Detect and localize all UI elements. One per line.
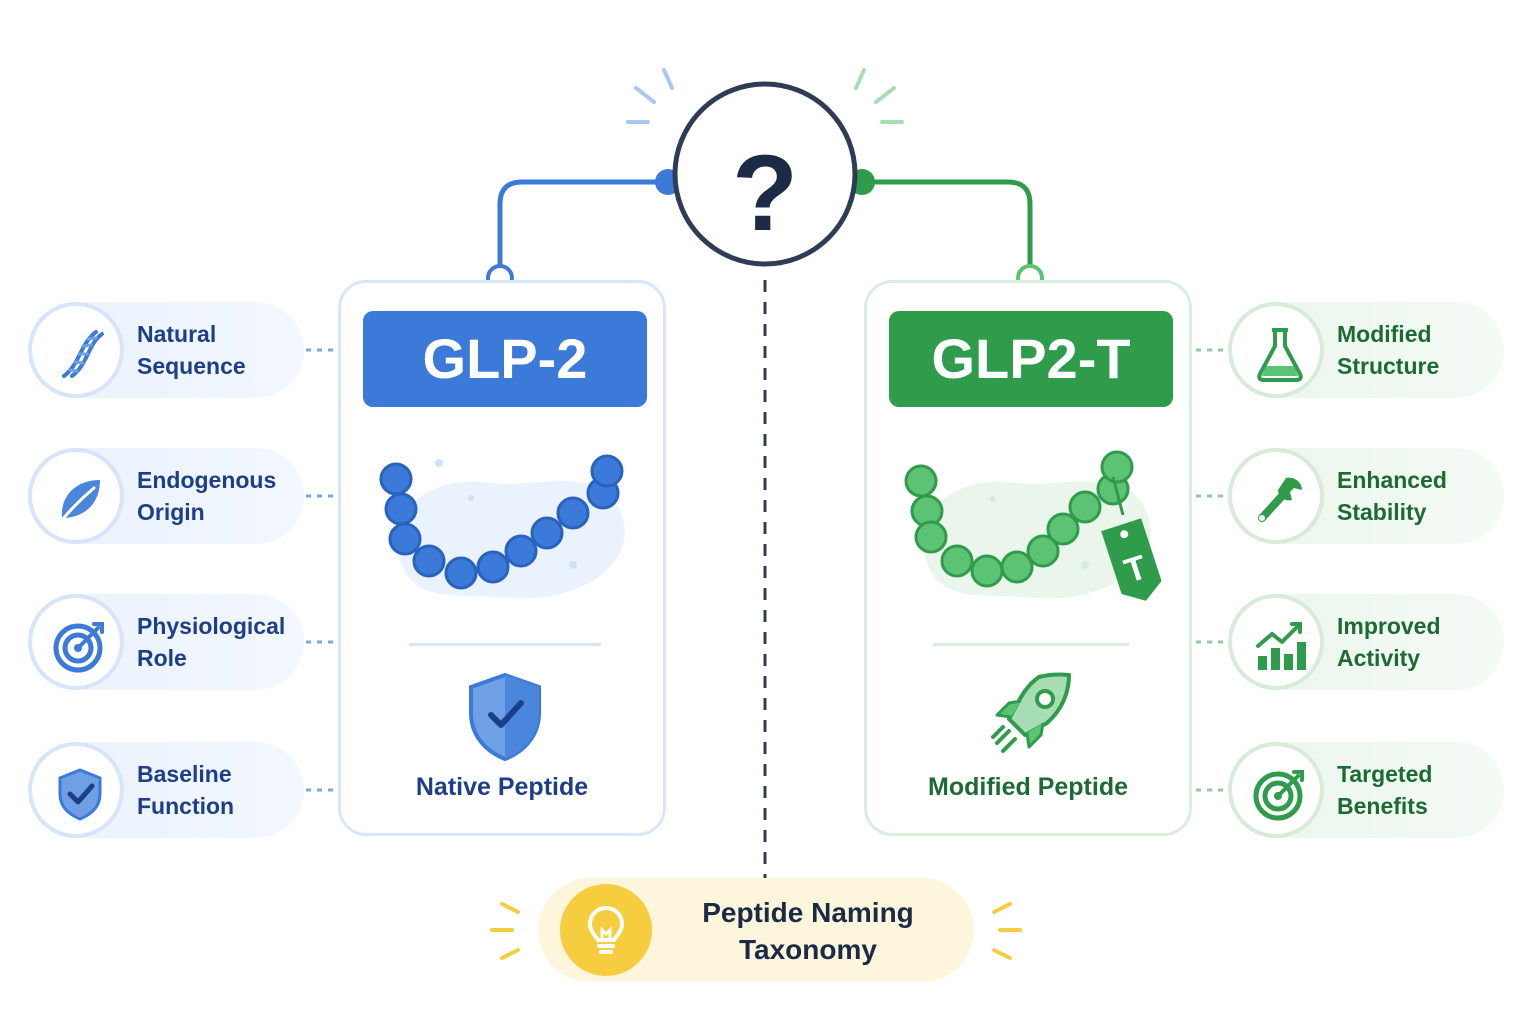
- native-peptide-label: Native Peptide: [415, 773, 589, 801]
- target-icon: [28, 594, 124, 690]
- native-peptide-chain-illustration: [379, 454, 625, 599]
- rocket-icon: [991, 672, 1071, 753]
- question-burst-right: [854, 68, 904, 124]
- feature-line-1: Baseline: [137, 761, 232, 787]
- taxonomy-line-2: Taxonomy: [739, 934, 877, 965]
- peptide-bead: [1000, 550, 1034, 584]
- feature-line-1: Modified: [1337, 321, 1432, 347]
- feature-line-1: Endogenous: [137, 467, 277, 493]
- bar-chart-up-icon: [1228, 594, 1324, 690]
- peptide-bead: [904, 464, 938, 498]
- question-circle: [672, 81, 858, 267]
- feature-line-2: Origin: [137, 499, 205, 525]
- feature-line-2: Activity: [1337, 645, 1421, 671]
- peptide-bead: [914, 520, 948, 554]
- feature-line-1: Improved: [1337, 613, 1441, 639]
- peptide-bead: [1068, 490, 1102, 524]
- pill-links-left: [306, 348, 336, 792]
- tag-string: [1111, 476, 1125, 516]
- question-burst-left: [626, 68, 674, 124]
- modified-peptide-chain-illustration: T: [904, 450, 1162, 601]
- feature-line-1: Targeted: [1337, 761, 1433, 787]
- modified-peptide-label: Modified Peptide: [928, 773, 1128, 801]
- peptide-bead: [412, 544, 446, 578]
- peptide-bead: [970, 554, 1004, 588]
- peptide-bead: [379, 462, 413, 496]
- card-divider: [933, 643, 1129, 646]
- glp2t-title: GLP2-T: [889, 311, 1173, 407]
- feature-line-2: Structure: [1337, 353, 1440, 379]
- lightbulb-icon: [560, 884, 652, 976]
- flask-icon: [1228, 302, 1324, 398]
- footer-burst-right: [992, 902, 1022, 960]
- modification-tag: T: [1101, 518, 1162, 601]
- feature-line-1: Enhanced: [1337, 467, 1447, 493]
- feature-line-2: Benefits: [1337, 793, 1428, 819]
- wrench-icon: [1228, 448, 1324, 544]
- peptide-bead: [940, 544, 974, 578]
- peptide-bead: [444, 556, 478, 590]
- footer-burst-left: [490, 902, 520, 960]
- peptide-bead: [504, 534, 538, 568]
- shield-check-icon: [28, 742, 124, 838]
- card-divider: [409, 643, 601, 646]
- peptide-bead: [530, 516, 564, 550]
- feature-line-1: Natural: [137, 321, 217, 347]
- peptide-bead: [590, 454, 624, 488]
- glp2-title: GLP-2: [363, 311, 647, 407]
- taxonomy-line-1: Peptide Naming: [702, 897, 914, 928]
- question-mark: ?: [732, 132, 798, 253]
- peptide-bead: [1026, 534, 1060, 568]
- feature-line-2: Function: [137, 793, 235, 819]
- feature-line-2: Role: [137, 645, 187, 671]
- peptide-bead: [384, 492, 418, 526]
- peptide-bead: [476, 550, 510, 584]
- green-connector: [862, 179, 1033, 276]
- dna-icon: [28, 302, 124, 398]
- peptide-bead: [1100, 450, 1134, 484]
- shield-check-icon: [469, 672, 541, 762]
- glp2t-card: GLP2-T T Modified Peptide: [864, 280, 1192, 836]
- peptide-bead: [556, 496, 590, 530]
- pill-links-right: [1196, 348, 1226, 792]
- peptide-bead: [1046, 512, 1080, 546]
- peptide-bead: [388, 522, 422, 556]
- blue-connector: [497, 179, 668, 276]
- feature-line-2: Sequence: [137, 353, 246, 379]
- target-icon: [1228, 742, 1324, 838]
- feature-line-2: Stability: [1337, 499, 1427, 525]
- feature-line-1: Physiological: [137, 613, 286, 639]
- leaf-icon: [28, 448, 124, 544]
- glp2-card: GLP-2 Native Peptide: [338, 280, 666, 836]
